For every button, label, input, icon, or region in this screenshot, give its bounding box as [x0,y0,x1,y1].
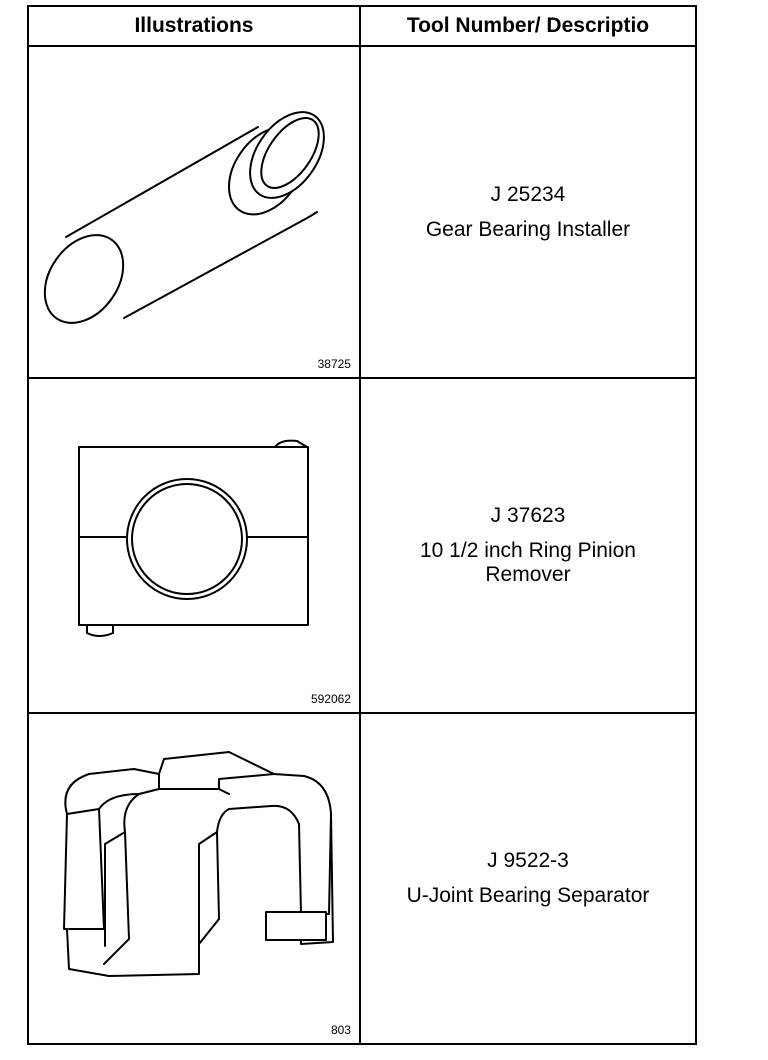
tool-description: 10 1/2 inch Ring Pinion Remover [419,539,636,586]
u-joint-bearing-separator-icon [63,751,334,977]
table-row: 803 J 9522-3 U-Joint Bearing Separator [27,712,698,1045]
table-row: 38725 J 25234 Gear Bearing Installer [27,45,698,379]
illustration-cell: 592062 [27,377,361,714]
figure-code: 803 [330,1023,351,1037]
description-cell: J 9522-3 U-Joint Bearing Separator [358,712,698,1045]
tool-description: Gear Bearing Installer [425,217,631,241]
header-row: Illustrations Tool Number/ Descriptio [27,5,698,47]
gear-bearing-installer-icon [43,111,325,324]
description-cell: J 25234 Gear Bearing Installer [358,45,698,379]
tool-number: J 25234 [490,182,566,206]
illustration-cell: 38725 [27,45,361,379]
tool-table: Illustrations Tool Number/ Descriptio [27,5,698,1045]
tool-description: U-Joint Bearing Separator [406,884,650,907]
header-illustrations: Illustrations [27,5,361,47]
ring-pinion-remover-icon [78,439,309,637]
figure-code: 38725 [317,357,351,371]
table-row: 592062 J 37623 10 1/2 inch Ring Pinion R… [27,377,698,714]
tool-number: J 9522-3 [487,849,569,872]
figure-code: 592062 [310,692,351,706]
illustration-cell: 803 [27,712,361,1045]
description-cell: J 37623 10 1/2 inch Ring Pinion Remover [358,377,698,714]
tool-number: J 37623 [490,504,566,527]
header-tool-number-description: Tool Number/ Descriptio [358,5,698,47]
